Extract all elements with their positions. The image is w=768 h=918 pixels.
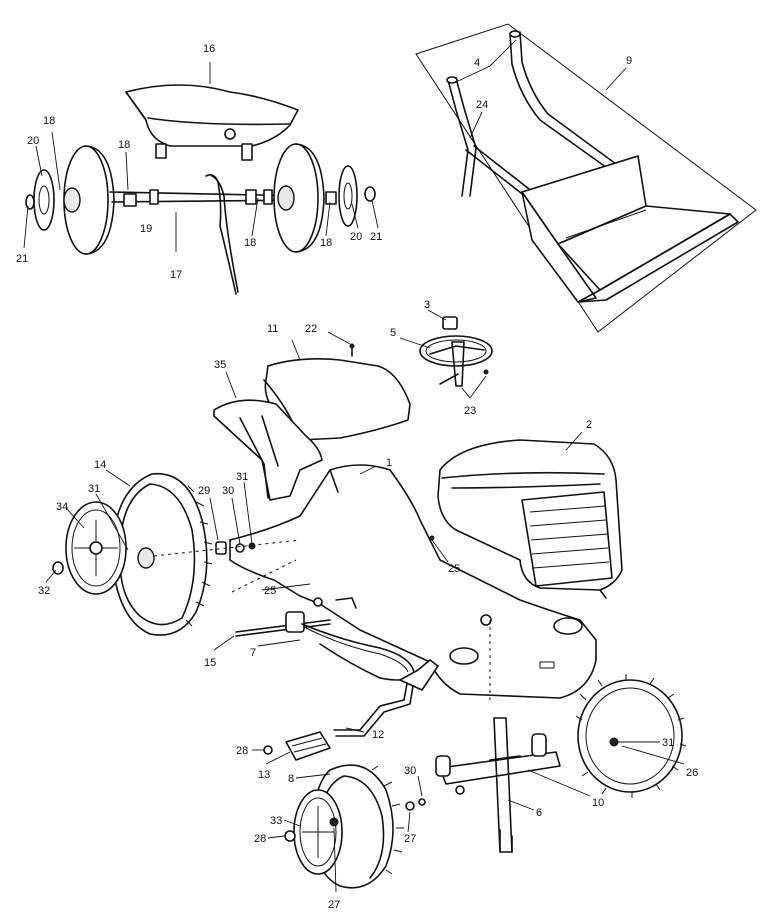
scoop-arm-right <box>509 33 611 171</box>
callout-33: 33 <box>270 815 282 827</box>
drive-assembly <box>231 559 439 737</box>
callout-4: 4 <box>474 57 480 69</box>
callout-25: 25 <box>264 585 276 597</box>
callout-21: 21 <box>370 231 382 243</box>
hubcap-left <box>33 169 55 231</box>
scoop-attachment <box>415 23 757 333</box>
callout-2: 2 <box>586 419 592 431</box>
callout-27: 27 <box>404 833 416 845</box>
callout-26: 26 <box>686 767 698 779</box>
trailer-body <box>125 84 299 161</box>
callout-12: 12 <box>372 729 384 741</box>
tow-bar <box>205 174 237 295</box>
axle-cap-left <box>25 194 35 210</box>
hubcap-right <box>338 165 358 227</box>
callout-31: 31 <box>88 483 100 495</box>
callout-23: 23 <box>464 405 476 417</box>
steering-wheel <box>419 335 493 367</box>
callout-22: 22 <box>305 323 317 335</box>
pedal-crank <box>333 677 409 731</box>
pedal-shaft <box>235 619 331 633</box>
callout-14: 14 <box>94 459 106 471</box>
trailer-assembly <box>25 84 376 295</box>
callout-31: 31 <box>662 737 674 749</box>
front-axle <box>439 751 561 785</box>
steering-cap <box>442 316 458 330</box>
callout-28: 28 <box>254 833 266 845</box>
callout-21: 21 <box>16 253 28 265</box>
bushing-right <box>245 189 257 205</box>
callout-13: 13 <box>258 769 270 781</box>
callout-19: 19 <box>140 223 152 235</box>
front-axle-nut <box>284 830 296 842</box>
callout-32: 32 <box>38 585 50 597</box>
callout-9: 9 <box>626 55 632 67</box>
front-axle-assembly <box>435 620 561 853</box>
axle-bushing-right <box>531 733 547 757</box>
axle-mount-right <box>553 617 583 635</box>
callout-31: 31 <box>236 471 248 483</box>
front-wheel <box>284 764 426 889</box>
pedal <box>263 731 331 761</box>
bushing-left <box>123 193 137 207</box>
axle-cap-right <box>364 186 376 202</box>
hubcap-left-rear <box>52 501 127 595</box>
callout-5: 5 <box>390 327 396 339</box>
seat-assembly <box>213 343 411 501</box>
steering-assembly <box>419 316 493 387</box>
callout-20: 20 <box>350 231 362 243</box>
callout-labels: 16 18 20 18 21 19 17 18 18 20 21 4 9 24 … <box>16 43 698 911</box>
callout-24: 24 <box>476 99 488 111</box>
callout-6: 6 <box>536 807 542 819</box>
leader-lines <box>23 39 685 893</box>
callout-18: 18 <box>244 237 256 249</box>
callout-18: 18 <box>118 139 130 151</box>
callout-18: 18 <box>320 237 332 249</box>
callout-15: 15 <box>204 657 216 669</box>
callout-1: 1 <box>386 457 392 469</box>
rear-wheel-right <box>575 674 687 798</box>
steering-screw <box>483 369 489 375</box>
callout-8: 8 <box>288 773 294 785</box>
callout-34: 34 <box>56 501 68 513</box>
callout-7: 7 <box>250 647 256 659</box>
steering-fork <box>493 717 513 853</box>
callout-16: 16 <box>203 43 215 55</box>
callout-18: 18 <box>43 115 55 127</box>
rear-wheel-left <box>111 472 213 636</box>
scoop-arm-left <box>447 79 469 197</box>
callout-10: 10 <box>592 797 604 809</box>
hood <box>437 439 623 599</box>
seat-back <box>213 399 323 501</box>
axle-mount-left <box>449 647 479 665</box>
axle-bushing-left <box>435 755 451 777</box>
callout-25: 25 <box>448 563 460 575</box>
callout-30: 30 <box>404 765 416 777</box>
callout-17: 17 <box>170 269 182 281</box>
tractor-frame <box>229 464 597 699</box>
callout-30: 30 <box>222 485 234 497</box>
callout-35: 35 <box>214 359 226 371</box>
callout-28: 28 <box>236 745 248 757</box>
pedal-nut <box>263 745 273 755</box>
callout-29: 29 <box>198 485 210 497</box>
callout-20: 20 <box>27 135 39 147</box>
callout-11: 11 <box>267 323 278 335</box>
callout-3: 3 <box>424 299 430 311</box>
callout-27: 27 <box>328 899 340 911</box>
